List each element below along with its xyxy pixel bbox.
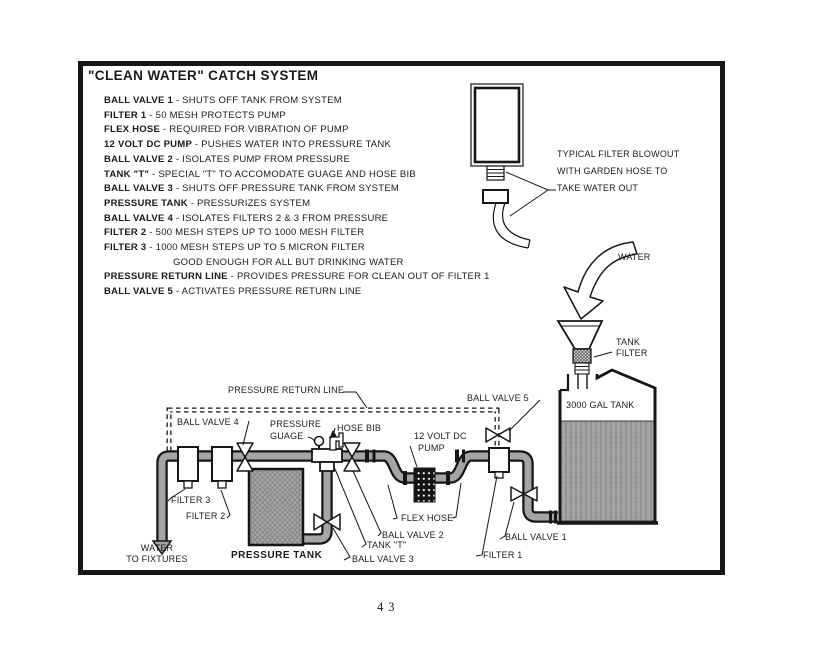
legend-item: FILTER 2 - 500 MESH STEPS UP TO 1000 MES… [104,227,365,239]
legend-item: BALL VALVE 3 - SHUTS OFF PRESSURE TANK F… [104,183,400,195]
component-legend: BALL VALVE 1 - SHUTS OFF TANK FROM SYSTE… [104,94,490,300]
legend-item-note: GOOD ENOUGH FOR ALL BUT DRINKING WATER [173,256,404,268]
filter-2-label: FILTER 2 [186,511,226,521]
tank-t-label: TANK "T" [367,540,407,550]
tank-t-icon [311,448,343,463]
ball-valve-3-icon [313,513,341,531]
ball-valve-3-label: BALL VALVE 3 [352,554,414,564]
tank-filter-label-1: TANK [616,337,641,347]
legend-item: BALL VALVE 2 - ISOLATES PUMP FROM PRESSU… [104,153,351,165]
tank-t-stem-pipe [301,459,333,545]
water-flow-arrow-icon [563,241,638,320]
water-out-arrow-icon [151,540,173,556]
ball-valve-5-icon [485,427,511,443]
funnel-icon [556,320,604,389]
pump-label-1: 12 VOLT DC [414,431,467,441]
storage-tank-shape [557,368,658,525]
diagram-border [78,61,725,575]
legend-item: BALL VALVE 4 - ISOLATES FILTERS 2 & 3 FR… [104,212,389,224]
tank-filter-icon [572,348,592,364]
legend-item: FLEX HOSE - REQUIRED FOR VIBRATION OF PU… [104,124,349,136]
filter-3-label: FILTER 3 [171,495,211,505]
legend-item: FILTER 1 - 50 MESH PROTECTS PUMP [104,109,287,121]
legend-item: 12 VOLT DC PUMP - PUSHES WATER INTO PRES… [104,139,392,151]
ball-valve-1-label: BALL VALVE 1 [505,532,567,542]
tank-filter-label-2: FILTER [616,348,648,358]
legend-item: BALL VALVE 5 - ACTIVATES PRESSURE RETURN… [104,286,362,298]
legend-item: BALL VALVE 1 - SHUTS OFF TANK FROM SYSTE… [104,95,342,106]
ball-valve-4-icon [236,442,254,472]
filter-3-icon [177,446,199,482]
tank-water-fill [560,420,655,522]
filter-2-icon [211,446,233,482]
filter-3-nub [183,480,193,489]
ball-valve-1-icon [510,486,538,502]
page-title: "CLEAN WATER" CATCH SYSTEM [88,68,319,83]
hose-bib-label: HOSE BIB [337,423,382,433]
garden-hose-icon [492,202,529,249]
blowout-note-line1: TYPICAL FILTER BLOWOUT [557,149,680,159]
ball-valve-5-label: BALL VALVE 5 [467,393,529,403]
pressure-guage-label-2: GUAGE [270,431,304,441]
page-number: 43 [377,600,400,614]
pump-icon [413,467,436,503]
legend-item: FILTER 3 - 1000 MESH STEPS UP TO 5 MICRO… [104,241,490,270]
filter-1-nub [494,471,504,479]
flex-hose-label: FLEX HOSE [401,513,454,523]
legend-item: PRESSURE RETURN LINE - PROVIDES PRESSURE… [104,271,490,283]
filter-1-icon [488,447,510,473]
filter-2-nub [217,480,227,489]
ball-valve-4-label: BALL VALVE 4 [177,417,239,427]
pressure-tank-label: PRESSURE TANK [231,550,323,561]
pressure-gauge-icon [313,435,325,447]
legend-item: PRESSURE TANK - PRESSURIZES SYSTEM [104,197,311,209]
water-label: WATER [618,252,651,262]
filter-blowout-icon [470,83,531,249]
main-pipe [151,450,561,556]
pressure-return-line-label: PRESSURE RETURN LINE [228,385,345,395]
pump-label-2: PUMP [418,443,445,453]
storage-tank-label: 3000 GAL TANK [566,400,635,410]
ball-valve-2-icon [343,442,361,472]
leader-lines [167,171,613,561]
pipe-couplings [365,449,557,524]
pressure-tank-shape [247,467,305,547]
pressure-guage-label-1: PRESSURE [270,419,322,429]
blowout-note-line3: TAKE WATER OUT [557,183,639,193]
pressure-return-line-pipe [166,407,500,451]
legend-item: TANK "T" - SPECIAL "T" TO ACCOMODATE GUA… [104,168,416,180]
hose-bib-arrowhead [329,429,337,439]
blowout-note-line2: WITH GARDEN HOSE TO [557,166,668,176]
filter-1-label: FILTER 1 [483,550,523,560]
ball-valve-2-label: BALL VALVE 2 [382,530,444,540]
water-to-fixtures-label: WATER TO FIXTURES [126,543,188,564]
